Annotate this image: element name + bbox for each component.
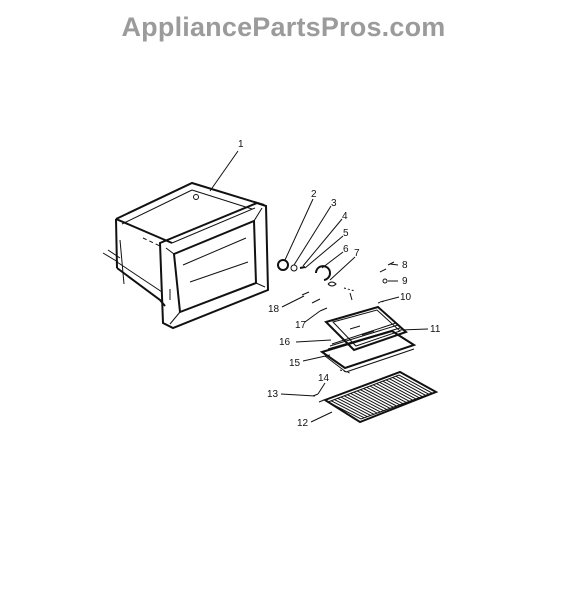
rack-wire (360, 389, 394, 408)
rack-wire (395, 375, 430, 395)
rack-wire (340, 396, 375, 415)
site-watermark: AppliancePartsPros.com (121, 12, 446, 42)
callout-5: 5 (343, 228, 349, 239)
broiler-cover (324, 305, 408, 352)
rack-wire (347, 394, 381, 413)
rack-wire (392, 377, 426, 396)
callout-13: 13 (267, 389, 279, 400)
rack-wire (330, 400, 365, 419)
rack-wire (350, 392, 384, 412)
callout-8: 8 (402, 260, 408, 271)
callout-9: 9 (402, 276, 408, 287)
rack-wire (389, 378, 423, 397)
callout-3: 3 (331, 198, 337, 209)
rack-wire (334, 399, 368, 418)
oven-cavity (102, 181, 270, 330)
rack-wire (369, 385, 404, 405)
oven-rack (322, 370, 439, 424)
rack-wire (372, 384, 407, 403)
rack-wire (366, 386, 400, 406)
callout-10: 10 (400, 292, 412, 303)
rack-wire (337, 397, 371, 416)
leader-lines (209, 150, 429, 423)
rack-wire (353, 391, 388, 410)
broiler-pan (319, 322, 417, 373)
rack-wire (356, 390, 391, 409)
callout-15: 15 (289, 358, 301, 369)
callout-1: 1 (238, 139, 244, 150)
callout-6: 6 (343, 244, 349, 255)
rack-wire (385, 379, 420, 399)
small-parts (277, 259, 395, 403)
rack-wire (382, 380, 417, 400)
callout-17: 17 (295, 320, 307, 331)
rack-wire (376, 383, 410, 402)
callout-18: 18 (268, 304, 280, 315)
rack-wire (363, 388, 397, 407)
callout-2: 2 (311, 189, 317, 200)
callout-numbers: 1 2 3 4 5 6 7 8 9 10 11 12 13 14 15 16 1… (238, 139, 441, 429)
callout-12: 12 (297, 418, 309, 429)
rack-wire (379, 381, 413, 401)
callout-14: 14 (318, 373, 330, 384)
callout-16: 16 (279, 337, 291, 348)
callout-7: 7 (354, 248, 360, 259)
callout-4: 4 (342, 211, 348, 222)
callout-11: 11 (430, 324, 441, 335)
rack-wire (343, 395, 378, 414)
